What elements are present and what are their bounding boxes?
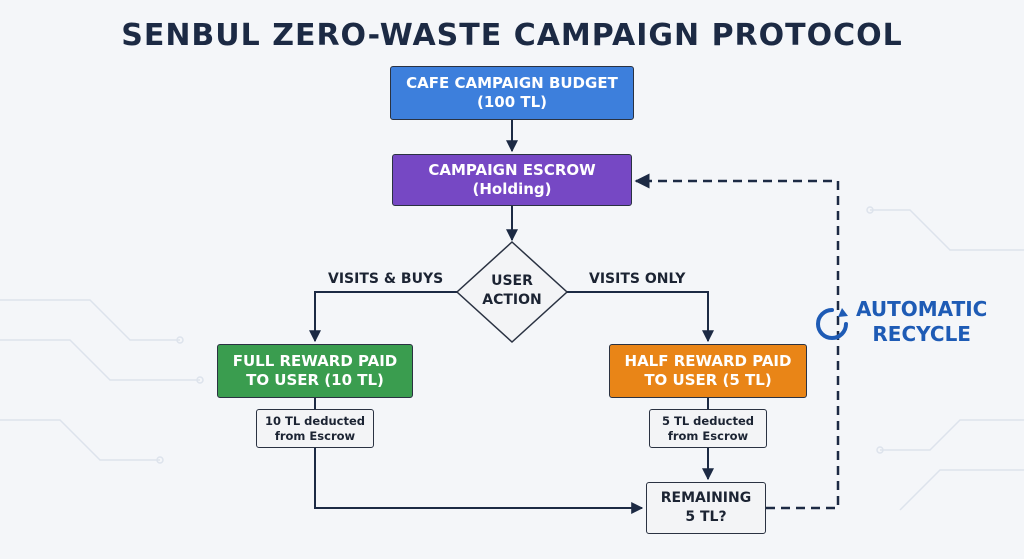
remaining-node: REMAINING 5 TL? [646, 482, 766, 534]
half-reward-line2: TO USER (5 TL) [644, 371, 772, 389]
page-title: SENBUL ZERO-WASTE CAMPAIGN PROTOCOL [121, 18, 903, 53]
remaining-line2: 5 TL? [685, 509, 727, 525]
budget-node-line2: (100 TL) [476, 93, 548, 111]
budget-node-line1: CAFE CAMPAIGN BUDGET [406, 74, 618, 92]
decision-line2: ACTION [482, 292, 542, 308]
half-note-line2: from Escrow [667, 428, 749, 443]
half-deduction-note: 5 TL deducted from Escrow [649, 409, 767, 448]
background-circuit [0, 206, 1024, 511]
half-reward-line1: HALF REWARD PAID [624, 352, 792, 370]
full-note-line2: from Escrow [274, 428, 356, 443]
escrow-node-line2: (Holding) [472, 180, 552, 198]
full-reward-node: FULL REWARD PAID TO USER (10 TL) [217, 344, 413, 398]
decision-diamond [455, 240, 569, 344]
recycle-label: AUTOMATIC RECYCLE [856, 297, 987, 347]
recycle-icon [816, 308, 848, 340]
full-reward-line1: FULL REWARD PAID [232, 352, 398, 370]
budget-node: CAFE CAMPAIGN BUDGET (100 TL) [390, 66, 634, 120]
full-deduction-note: 10 TL deducted from Escrow [256, 409, 374, 448]
half-reward-node: HALF REWARD PAID TO USER (5 TL) [609, 344, 807, 398]
full-reward-line2: TO USER (10 TL) [246, 371, 384, 389]
connectors [309, 120, 840, 514]
half-note-line1: 5 TL deducted [662, 413, 754, 428]
edge-full-remaining [314, 448, 644, 514]
edge-recycle [634, 173, 840, 510]
edge-label-visits-only: VISITS ONLY [589, 271, 686, 287]
recycle-line2: RECYCLE [872, 322, 971, 346]
recycle-line1: AUTOMATIC [856, 297, 988, 321]
decision-label: USER ACTION [462, 272, 562, 310]
remaining-line1: REMAINING [660, 490, 752, 506]
full-note-line1: 10 TL deducted [265, 413, 365, 428]
edge-decision-half [567, 291, 714, 343]
escrow-node: CAMPAIGN ESCROW (Holding) [392, 154, 632, 206]
escrow-node-line1: CAMPAIGN ESCROW [428, 161, 596, 179]
edge-label-visits-buys: VISITS & BUYS [328, 271, 444, 287]
edge-decision-full [309, 291, 457, 343]
decision-line1: USER [491, 273, 533, 289]
automatic-recycle: AUTOMATIC RECYCLE [806, 294, 1006, 354]
